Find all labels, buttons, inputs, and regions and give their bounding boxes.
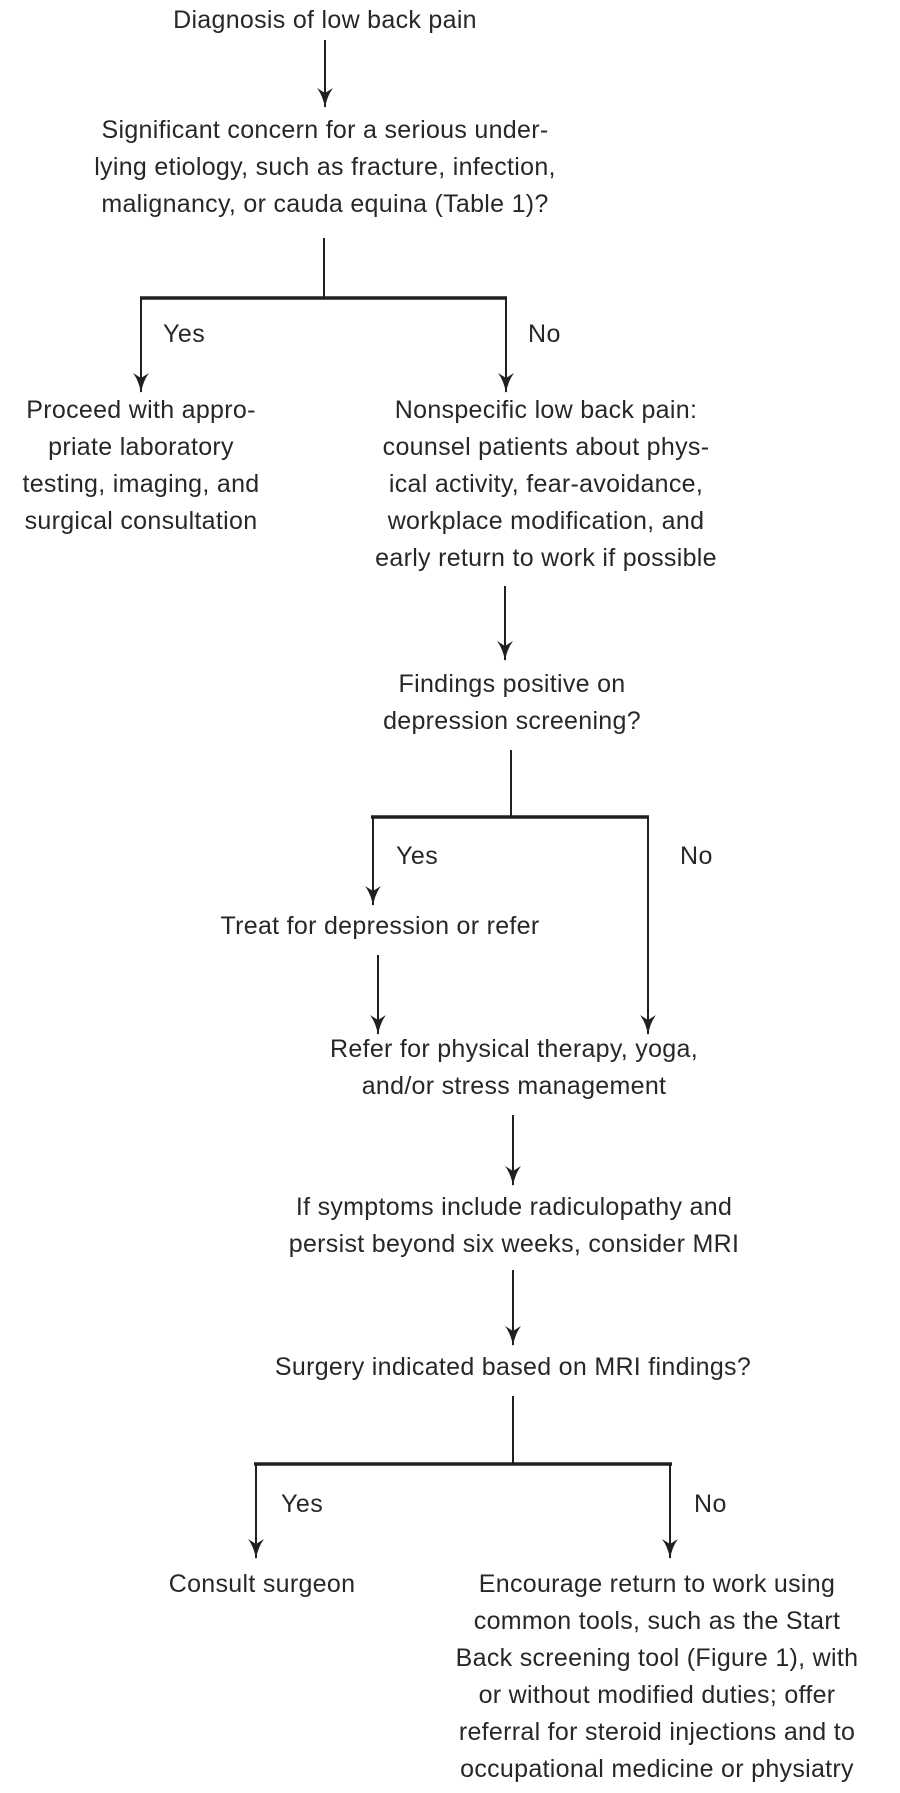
branch-label-no-1: No (528, 320, 561, 348)
node-refer-therapy: Refer for physical therapy, yoga, and/or… (330, 1035, 698, 1100)
node-consider-mri: If symptoms include radiculopathy and pe… (288, 1193, 740, 1258)
node-nonspecific-counseling: Nonspecific low back pain: counsel patie… (375, 396, 717, 572)
node-encourage-return-to-work: Encourage return to work using common to… (455, 1570, 859, 1783)
node-treat-depression: Treat for depression or refer (220, 912, 540, 940)
node-surgery-question: Surgery indicated based on MRI findings? (274, 1353, 752, 1381)
node-serious-etiology-question: Significant concern for a serious under-… (94, 116, 556, 218)
branch-label-no-3: No (694, 1490, 727, 1518)
branch-label-no-2: No (680, 842, 713, 870)
branch-label-yes-1: Yes (163, 320, 206, 348)
branch-label-yes-3: Yes (281, 1490, 324, 1518)
node-consult-surgeon: Consult surgeon (168, 1570, 356, 1598)
branch-label-yes-2: Yes (396, 842, 439, 870)
node-depression-screening-question: Findings positive on depression screenin… (383, 670, 641, 735)
node-title: Diagnosis of low back pain (173, 6, 477, 34)
node-proceed-workup: Proceed with appro- priate laboratory te… (22, 396, 260, 535)
